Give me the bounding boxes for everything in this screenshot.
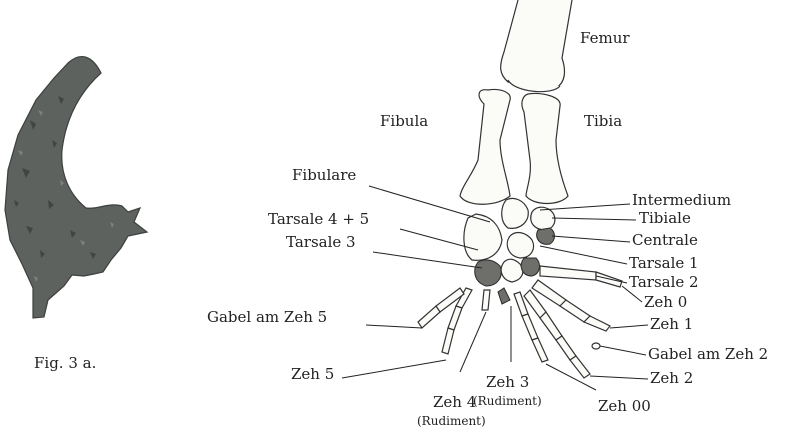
tibia-bone (522, 94, 568, 204)
label-femur: Femur (580, 29, 630, 47)
label-zeh-00: Zeh 00 (598, 397, 651, 415)
label-zeh-2: Zeh 2 (650, 369, 693, 387)
figure-caption: Fig. 3 a. (34, 354, 96, 372)
digits (418, 266, 622, 378)
label-zeh-0: Zeh 0 (644, 293, 687, 311)
label-gabel-zeh-5: Gabel am Zeh 5 (207, 308, 327, 326)
label-zeh-1: Zeh 1 (650, 315, 693, 333)
label-zeh-3-note: (Rudiment) (473, 394, 542, 408)
label-centrale: Centrale (632, 231, 698, 249)
label-fibula: Fibula (380, 112, 428, 130)
label-fibulare: Fibulare (292, 166, 356, 184)
label-tarsale-3: Tarsale 3 (286, 233, 356, 251)
label-tarsale-4-5: Tarsale 4 + 5 (268, 210, 369, 228)
specimen-fig-3a (5, 57, 147, 318)
label-gabel-zeh-2: Gabel am Zeh 2 (648, 345, 768, 363)
label-zeh-3: Zeh 3 (486, 373, 529, 391)
label-tarsale-1: Tarsale 1 (629, 254, 699, 272)
label-tibiale: Tibiale (639, 209, 691, 227)
label-tibia: Tibia (584, 112, 622, 130)
fibula-bone (460, 89, 510, 204)
label-zeh-5: Zeh 5 (291, 365, 334, 383)
leg-skeleton (418, 0, 622, 378)
label-zeh-4: Zeh 4 (433, 393, 476, 411)
label-zeh-4-note: (Rudiment) (417, 414, 486, 428)
femur-bone (501, 0, 572, 88)
label-tarsale-2: Tarsale 2 (629, 273, 699, 291)
label-intermedium: Intermedium (632, 191, 731, 209)
leader-lines (342, 186, 648, 390)
